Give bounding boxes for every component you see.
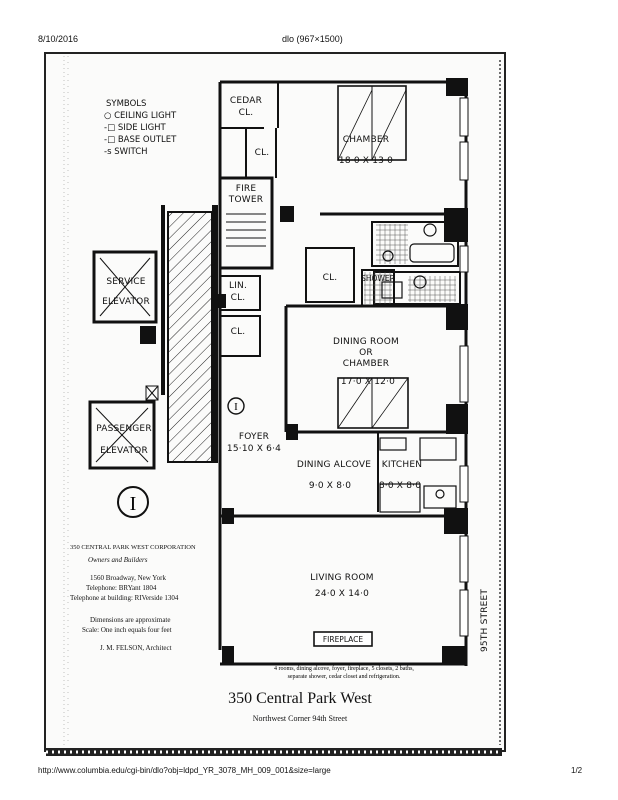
symbol-ceiling-light: ○ CEILING LIGHT	[104, 111, 177, 121]
print-doc-title: dlo (967×1500)	[282, 34, 343, 44]
dining-room-label: DINING ROOM	[333, 337, 399, 347]
service-elevator-label-2: ELEVATOR	[102, 297, 150, 307]
chamber-dims: 18·0 X 13·0	[339, 156, 393, 166]
cedar-closet-label-2: CL.	[239, 108, 254, 118]
structural-columns	[218, 78, 468, 664]
caption-line-2: separate shower, cedar closet and refrig…	[288, 673, 401, 680]
builder-role: Owners and Builders	[88, 556, 148, 564]
hall-closet-label: CL.	[255, 148, 270, 158]
symbols-heading: SYMBOLS	[106, 99, 147, 109]
service-elevator	[92, 250, 158, 344]
windows	[459, 97, 469, 637]
page-number: 1/2	[571, 766, 583, 775]
passenger-elevator-label-2: ELEVATOR	[100, 446, 148, 456]
shower-label: SHOWER	[361, 274, 395, 283]
passenger-elevator	[88, 385, 159, 470]
dining-room-label-or: OR	[359, 348, 373, 358]
fire-tower-label-2: TOWER	[228, 195, 263, 205]
fixtures	[379, 223, 457, 513]
linen-closet-label-2: CL.	[231, 293, 246, 303]
builder-address: 1560 Broadway, New York	[90, 574, 166, 582]
mid-closet-label: CL.	[323, 273, 338, 283]
cedar-closet-label: CEDAR	[230, 96, 262, 106]
scale-note: Scale: One inch equals four feet	[82, 626, 172, 634]
entrance-marker-label: I	[234, 401, 238, 413]
dining-room-dims: 17·0 X 12·0	[341, 377, 395, 387]
living-room-dims: 24·0 X 14·0	[315, 589, 369, 599]
building-title: 350 Central Park West	[228, 690, 372, 707]
symbol-switch: -s SWITCH	[104, 147, 148, 157]
lower-closet-label: CL.	[231, 327, 246, 337]
bottom-ruler	[46, 748, 502, 756]
light-shaft	[167, 211, 213, 463]
plan-key-marker	[117, 486, 149, 518]
symbols-legend: SYMBOLS ○ CEILING LIGHT -□ SIDE LIGHT -□…	[104, 98, 176, 158]
symbol-base-outlet: -□ BASE OUTLET	[104, 135, 177, 145]
dining-room-label-chamber: CHAMBER	[343, 359, 390, 369]
living-room-label: LIVING ROOM	[310, 573, 373, 583]
building-subtitle: Northwest Corner 94th Street	[252, 714, 348, 723]
foyer-label: FOYER	[239, 432, 269, 442]
fire-tower-label: FIRE	[236, 184, 257, 194]
foyer-dims: 15·10 X 6·4	[227, 444, 281, 454]
symbol-side-light: -□ SIDE LIGHT	[104, 123, 166, 133]
kitchen-label: KITCHEN	[382, 460, 422, 470]
builder-tel-1: Telephone: BRYant 1804	[86, 584, 157, 592]
plan-key-marker-label: I	[130, 493, 137, 515]
street-label: 95TH STREET	[480, 589, 490, 652]
left-ruler	[63, 56, 69, 745]
service-elevator-label: SERVICE	[106, 277, 145, 287]
dining-alcove-dims: 9·0 X 8·0	[309, 481, 351, 491]
entrance-marker	[227, 397, 245, 415]
passenger-elevator-label: PASSENGER	[96, 424, 152, 434]
builder-tel-2: Telephone at building: RIVerside 1304	[70, 594, 179, 602]
kitchen-dims: 8·0 X 8·0	[379, 481, 421, 491]
fireplace-label: FIREPLACE	[323, 635, 364, 644]
print-date: 8/10/2016	[38, 34, 79, 44]
chamber-label: CHAMBER	[343, 135, 390, 145]
dims-approx-note: Dimensions are approximate	[90, 616, 171, 624]
linen-closet-label: LIN.	[229, 281, 247, 291]
builder-corp: 350 CENTRAL PARK WEST CORPORATION	[70, 544, 196, 551]
fireplace	[313, 631, 373, 647]
dining-alcove-label: DINING ALCOVE	[297, 460, 371, 470]
architect-note: J. M. FELSON, Architect	[100, 644, 172, 652]
source-url: http://www.columbia.edu/cgi-bin/dlo?obj=…	[38, 766, 331, 775]
caption-line-1: 4 rooms, dining alcove, foyer, fireplace…	[274, 665, 414, 672]
